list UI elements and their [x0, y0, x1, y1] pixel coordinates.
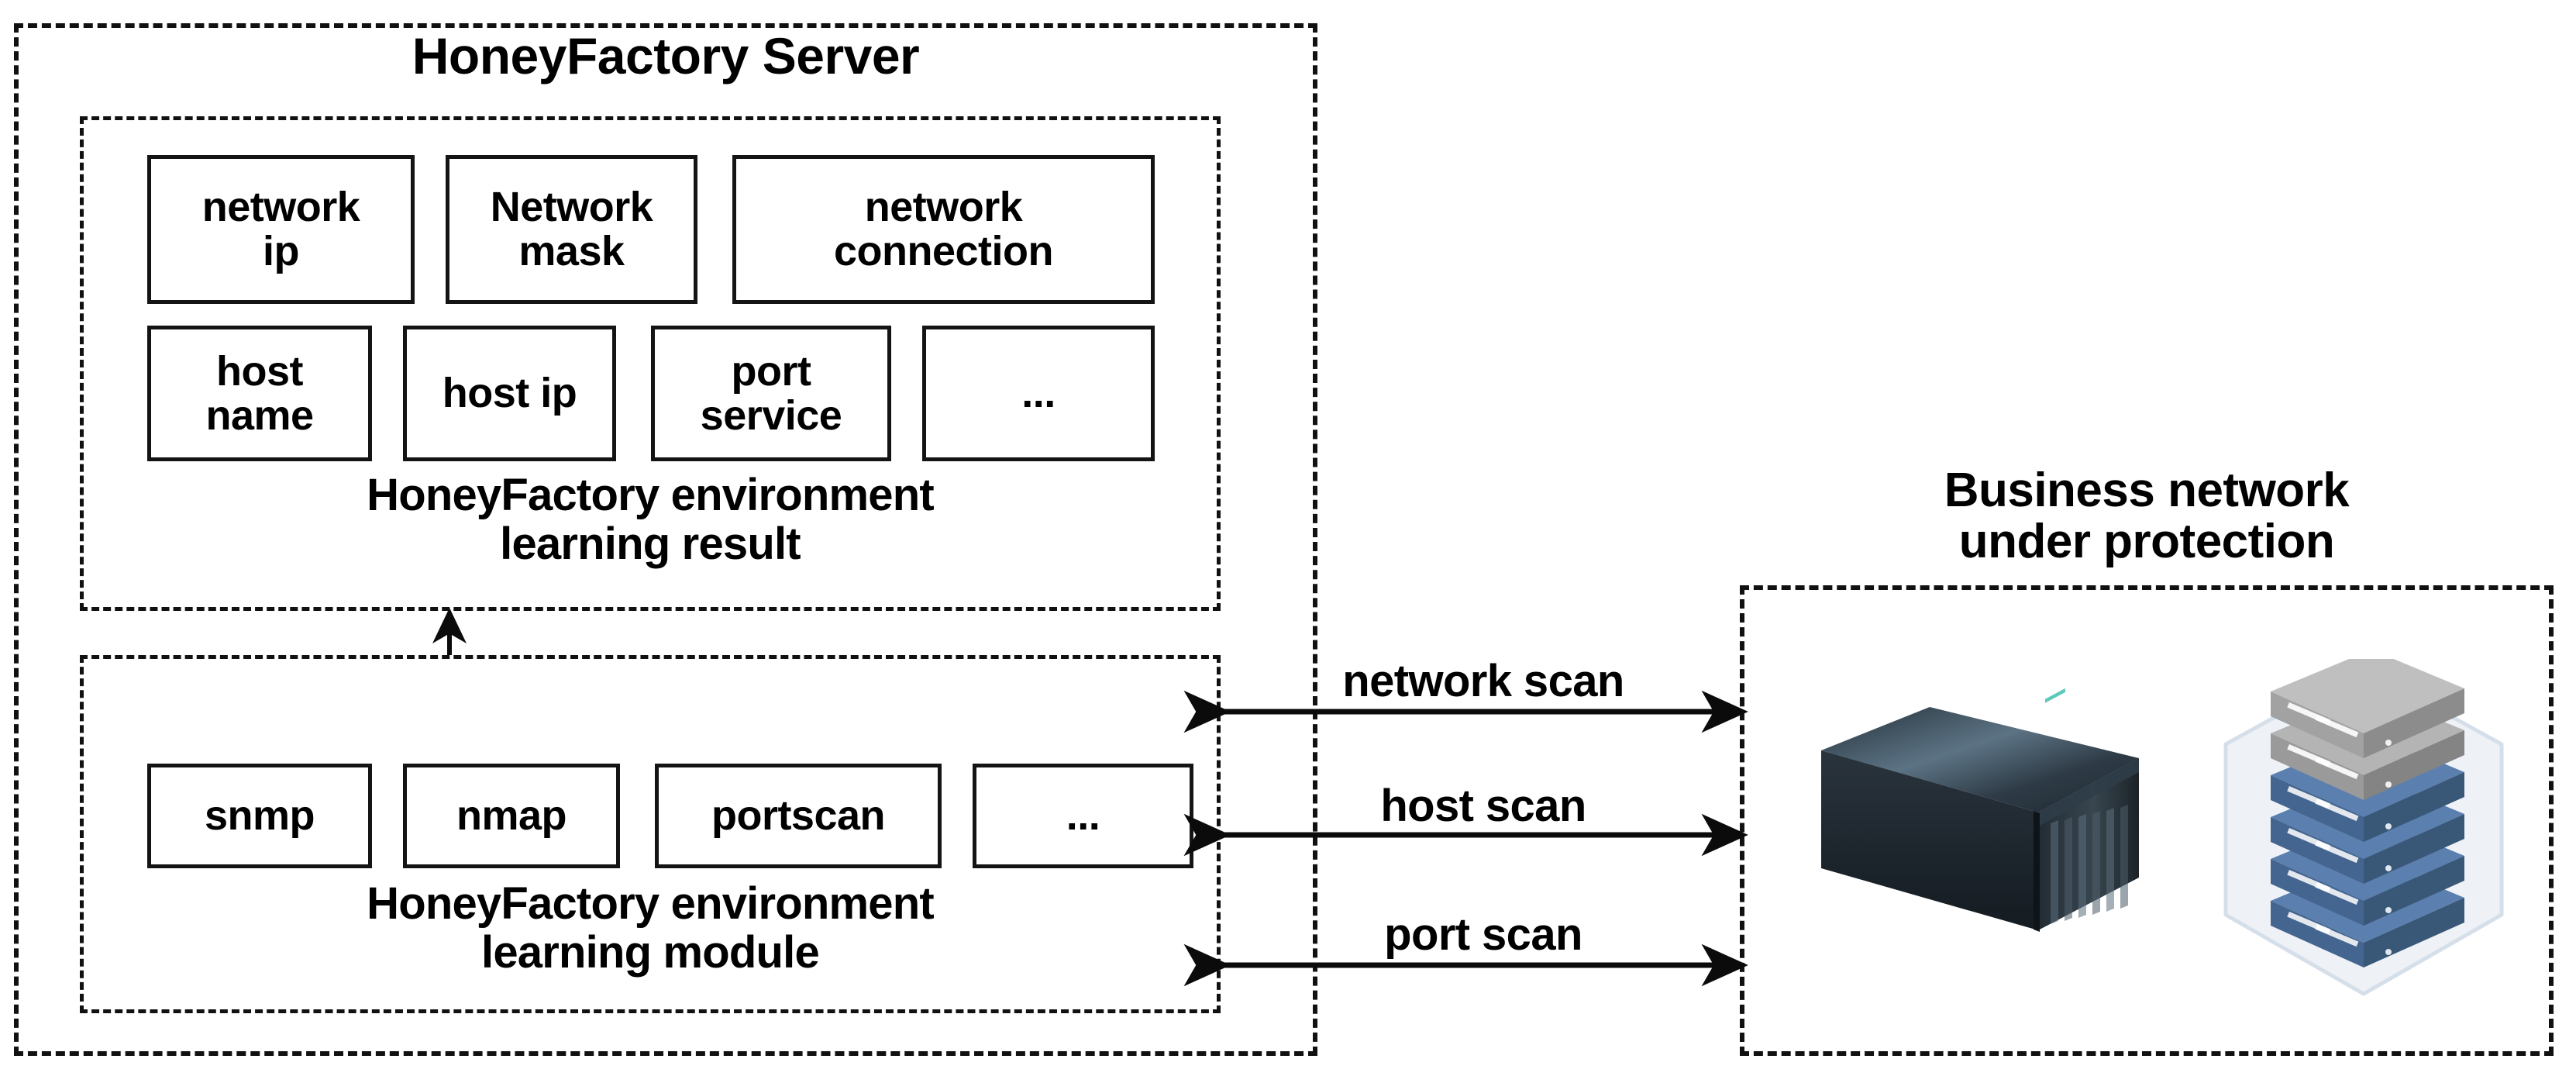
tool-box-snmp[interactable]: snmp	[147, 764, 372, 868]
attribute-box-more[interactable]: ...	[922, 326, 1155, 461]
attribute-box-port-service-label: port service	[700, 347, 842, 439]
business-network-title: Business network under protection	[1944, 464, 2350, 568]
host-scan-label: host scan	[1380, 781, 1586, 831]
learning-result-caption: HoneyFactory environment learning result	[367, 470, 935, 569]
attribute-box-host-name[interactable]: host name	[147, 326, 372, 461]
tool-box-portscan[interactable]: portscan	[655, 764, 942, 868]
attribute-box-network-connection-label: network connection	[833, 184, 1054, 274]
attribute-box-host-name-label: host name	[205, 347, 314, 439]
honeyfactory-server-title: HoneyFactory Server	[412, 27, 920, 85]
tool-box-more[interactable]: ...	[973, 764, 1193, 868]
port-scan-label: port scan	[1384, 909, 1582, 960]
honeyfactory-server-container	[14, 23, 1317, 1056]
blade-server-chassis-icon	[1806, 674, 2154, 946]
attribute-box-host-ip-label: host ip	[442, 370, 577, 417]
attribute-box-network-ip-label: network ip	[201, 184, 360, 274]
attribute-box-host-ip[interactable]: host ip	[403, 326, 616, 461]
tool-box-nmap-label: nmap	[456, 792, 567, 840]
tool-box-portscan-label: portscan	[711, 792, 886, 840]
attribute-box-port-service[interactable]: port service	[651, 326, 891, 461]
tool-box-snmp-label: snmp	[204, 792, 315, 840]
server-stack-icon	[2209, 650, 2519, 1008]
tool-box-nmap[interactable]: nmap	[403, 764, 620, 868]
learning-result-container	[80, 116, 1221, 611]
attribute-box-more-label: ...	[1021, 370, 1056, 417]
attribute-box-network-mask[interactable]: Network mask	[446, 155, 697, 304]
tool-box-more-label: ...	[1066, 792, 1100, 840]
attribute-box-network-mask-label: Network mask	[490, 184, 653, 274]
learning-module-caption: HoneyFactory environment learning module	[367, 878, 935, 978]
attribute-box-network-connection[interactable]: network connection	[732, 155, 1155, 304]
network-scan-label: network scan	[1342, 656, 1624, 706]
attribute-box-network-ip[interactable]: network ip	[147, 155, 415, 304]
